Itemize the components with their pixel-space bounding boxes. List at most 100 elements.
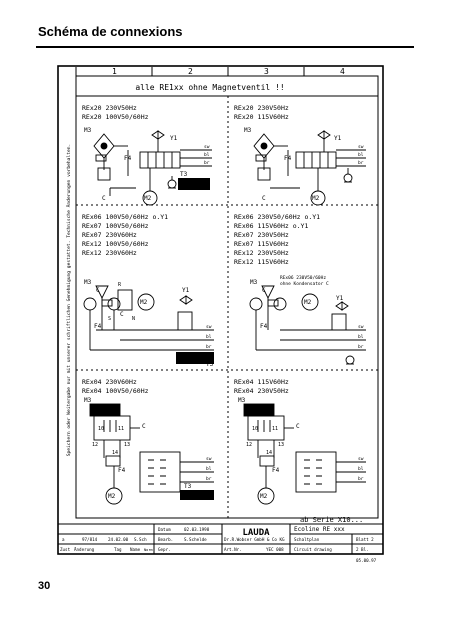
s2-right-model-2: REx06 115V60Hz o.Y1 xyxy=(234,222,308,230)
s3-right-f4-label: F4 xyxy=(272,467,280,474)
column-number-1: 1 xyxy=(112,67,117,76)
tb-rev-code: 97/814 xyxy=(82,537,98,542)
tb-company-full: Dr.R.Wobser GmbH & Co KG xyxy=(224,537,285,542)
tb-date-code: 05.00.97 xyxy=(356,558,377,563)
column-number-2: 2 xyxy=(188,67,193,76)
s3-left-f4-label: F4 xyxy=(118,467,126,474)
s1-right-c-label: C xyxy=(262,195,266,202)
s2-left-br-label: br xyxy=(206,344,212,350)
s2-right-model-6: REx12 115V60Hz xyxy=(234,258,289,266)
s2-left-model-1: REx06 100V50/60Hz o.Y1 xyxy=(82,213,168,221)
s2-left-n-label: N xyxy=(132,316,135,322)
tb-blatt: Blatt 2 xyxy=(356,537,374,542)
s3-right-model-1: REx04 115V60Hz xyxy=(234,378,289,386)
s1-left-t3-label: T3 xyxy=(180,171,188,178)
column-number-4: 4 xyxy=(340,67,345,76)
tb-name-label: Name xyxy=(130,547,141,552)
s3-left-11-label: 11 xyxy=(118,426,124,432)
s2-right-sw-label: sw xyxy=(358,325,364,330)
s2-right-c-label: C xyxy=(262,287,266,294)
s2-right-model-3: REx07 230V50Hz xyxy=(234,231,289,239)
series-label: ab Serie X10... xyxy=(300,516,363,524)
s1-left-sw-label: sw xyxy=(204,145,210,150)
s1-right-bl-label: bl xyxy=(358,152,364,158)
s2-right-model-5: REx12 230V50Hz xyxy=(234,249,289,257)
s3-left-10-label: 10 xyxy=(98,426,104,432)
s2-left-c-label: C xyxy=(96,287,100,294)
s2-left-r-label: R xyxy=(118,282,122,288)
s1-left-m3-label: M3 xyxy=(84,127,92,134)
tb-art-value: YEC 008 xyxy=(266,547,284,552)
s3-left-m2-label: M2 xyxy=(108,493,116,500)
s1-left-circuit xyxy=(93,130,212,206)
tb-doc-title-en: Circuit drawing xyxy=(294,547,332,552)
s3-left-c-label: C xyxy=(142,423,146,430)
s3-right-circuit xyxy=(243,403,366,505)
s3-left-br-label: br xyxy=(206,476,212,482)
s2-left-model-5: REx12 230V60Hz xyxy=(82,249,137,257)
s2-right-f4-label: F4 xyxy=(260,323,268,330)
tb-rev-index: a xyxy=(62,537,65,542)
s3-left-13-label: 13 xyxy=(124,442,130,448)
s2-right-note-2: ohne Kondensator C xyxy=(280,281,329,287)
s3-right-sw-label: sw xyxy=(358,457,364,462)
s3-right-c-label: C xyxy=(296,423,300,430)
diagram-top-title: alle RE1xx ohne Magnetventil !! xyxy=(135,83,284,92)
s3-right-m2-label: M2 xyxy=(260,493,268,500)
s3-left-model-2: REx04 100V50/60Hz xyxy=(82,387,149,395)
tb-datum-value: 02.03.1998 xyxy=(184,527,210,532)
s1-right-sw-label: sw xyxy=(358,145,364,150)
s2-left-c2-label: C xyxy=(120,311,124,318)
s3-right-11-label: 11 xyxy=(272,426,278,432)
s1-right-m2-label: M2 xyxy=(312,195,320,202)
page-number: 30 xyxy=(38,580,51,592)
s3-left-model-1: REx04 230V60Hz xyxy=(82,378,137,386)
tb-aenderung-label: Änderung xyxy=(74,547,95,552)
s1-right-y1-label: Y1 xyxy=(334,135,342,142)
s1-left-bl-label: bl xyxy=(204,152,210,158)
s2-right-m3-label: M3 xyxy=(250,279,258,286)
s3-right-br-label: br xyxy=(358,476,364,482)
tb-bearb-label: Bearb. xyxy=(158,537,173,542)
s1-right-model-1: REx20 230V50Hz xyxy=(234,104,289,112)
s1-left-model-2: REx20 100V50/60Hz xyxy=(82,113,149,121)
tb-zust-label: Zust xyxy=(60,547,71,552)
s2-left-circuit xyxy=(83,285,214,364)
s3-right-12-label: 12 xyxy=(246,442,252,448)
tb-art-label: Art.Nr. xyxy=(224,547,242,552)
tb-norm-label: Norm xyxy=(144,548,153,552)
tb-tag-label: Tag xyxy=(114,547,122,552)
s3-left-12-label: 12 xyxy=(92,442,98,448)
side-note: Speichern oder Weitergabe nur mit unsere… xyxy=(65,144,72,457)
s3-right-14-label: 14 xyxy=(266,450,272,456)
tb-gepr-label: Gepr. xyxy=(158,547,171,552)
s3-right-m3-label: M3 xyxy=(238,397,246,404)
s2-left-t3-label: T3 xyxy=(206,361,214,368)
tb-product: Ecoline RE xxx xyxy=(294,526,345,533)
s3-left-m3-label: M3 xyxy=(84,397,92,404)
tb-blatt-count: 2 Bl. xyxy=(356,547,369,552)
s2-left-model-4: REx12 100V50/60Hz xyxy=(82,240,149,248)
tb-rev-name: S.Sch xyxy=(134,537,147,542)
s2-left-model-2: REx07 100V50/60Hz xyxy=(82,222,149,230)
s1-right-m3-label: M3 xyxy=(244,127,252,134)
s2-left-m3-label: M3 xyxy=(84,279,92,286)
tb-company-logo: LAUDA xyxy=(242,528,270,538)
s2-right-bl-label: bl xyxy=(358,334,364,340)
tb-datum-label: Datum xyxy=(158,527,171,532)
s1-right-f4-label: F4 xyxy=(284,155,292,162)
s3-right-model-2: REx04 230V50Hz xyxy=(234,387,289,395)
page-title: Schéma de connexions xyxy=(38,24,183,39)
tb-doc-title: Schaltplan xyxy=(294,537,320,542)
title-block xyxy=(57,523,384,555)
s2-right-circuit xyxy=(249,285,366,365)
drawing-inner-frame xyxy=(75,75,379,519)
s1-left-c-label: C xyxy=(102,195,106,202)
s2-right-y1-label: Y1 xyxy=(336,295,344,302)
s3-left-t3-label: T3 xyxy=(184,483,192,490)
s3-right-bl-label: bl xyxy=(358,466,364,472)
s2-left-m2-label: M2 xyxy=(140,299,148,306)
s3-left-sw-label: sw xyxy=(206,457,212,462)
s2-left-bl-label: bl xyxy=(206,334,212,340)
s2-right-m2-label: M2 xyxy=(304,299,312,306)
